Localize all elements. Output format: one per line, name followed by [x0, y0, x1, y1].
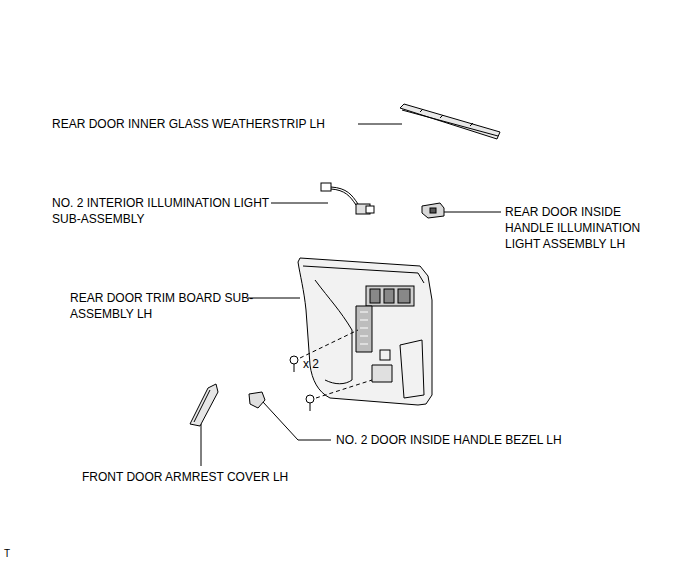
part-name: NO. 2 INTERIOR ILLUMINATION LIGHT SUB-AS… [52, 195, 272, 227]
part-name: REAR DOOR INNER GLASS WEATHERSTRIP LH [52, 116, 325, 132]
part-name: FRONT DOOR ARMREST COVER LH [82, 469, 288, 485]
part-name: NO. 2 DOOR INSIDE HANDLE BEZEL LH [336, 432, 562, 448]
armrest-cover [190, 384, 218, 426]
handle-bezel [249, 392, 265, 408]
part-name: REAR DOOR INSIDE HANDLE ILLUMINATION LIG… [505, 204, 670, 252]
part-name: REAR DOOR TRIM BOARD SUB-ASSEMBLY LH [70, 290, 255, 322]
illumination-light [321, 183, 374, 214]
quantity: x 2 [303, 356, 319, 372]
figure-code: T [4, 546, 10, 562]
handle-light [422, 203, 444, 218]
weatherstrip [400, 104, 500, 139]
door-trim-board [298, 258, 432, 405]
